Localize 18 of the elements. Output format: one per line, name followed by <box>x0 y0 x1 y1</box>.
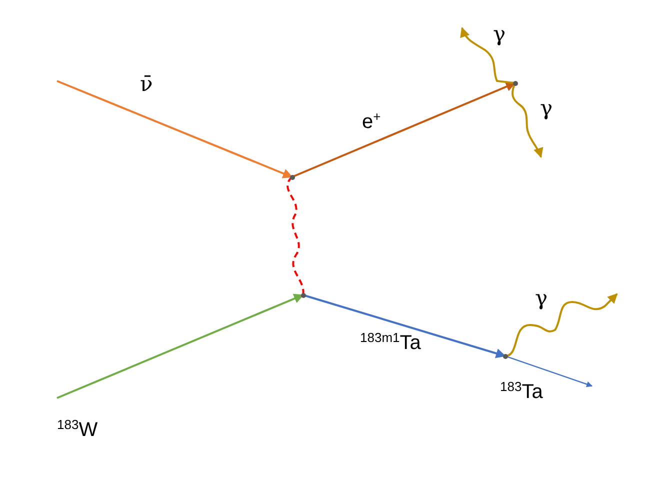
vertex-dot <box>512 80 518 86</box>
wavy-arrow <box>512 82 543 158</box>
edge-label: $^{183}$W <box>57 420 98 440</box>
arrow <box>56 294 304 399</box>
edge-label: γ <box>493 24 506 45</box>
wavy-line <box>286 176 304 296</box>
edge-label: γ <box>540 98 553 119</box>
vertex-dot <box>502 354 508 358</box>
arrow <box>292 82 516 178</box>
vertex-dot <box>300 292 306 298</box>
arrow <box>56 80 293 178</box>
edge-label: e$^{+}$ <box>362 112 381 132</box>
vertex-dot <box>290 174 294 180</box>
edge-label: ν̄ <box>140 74 153 95</box>
edge-label: $^{183m1}$Ta <box>360 333 421 353</box>
wavy-arrow <box>460 27 516 84</box>
edge-label: γ <box>535 288 548 309</box>
edge-label: $^{183}$Ta <box>500 382 543 402</box>
